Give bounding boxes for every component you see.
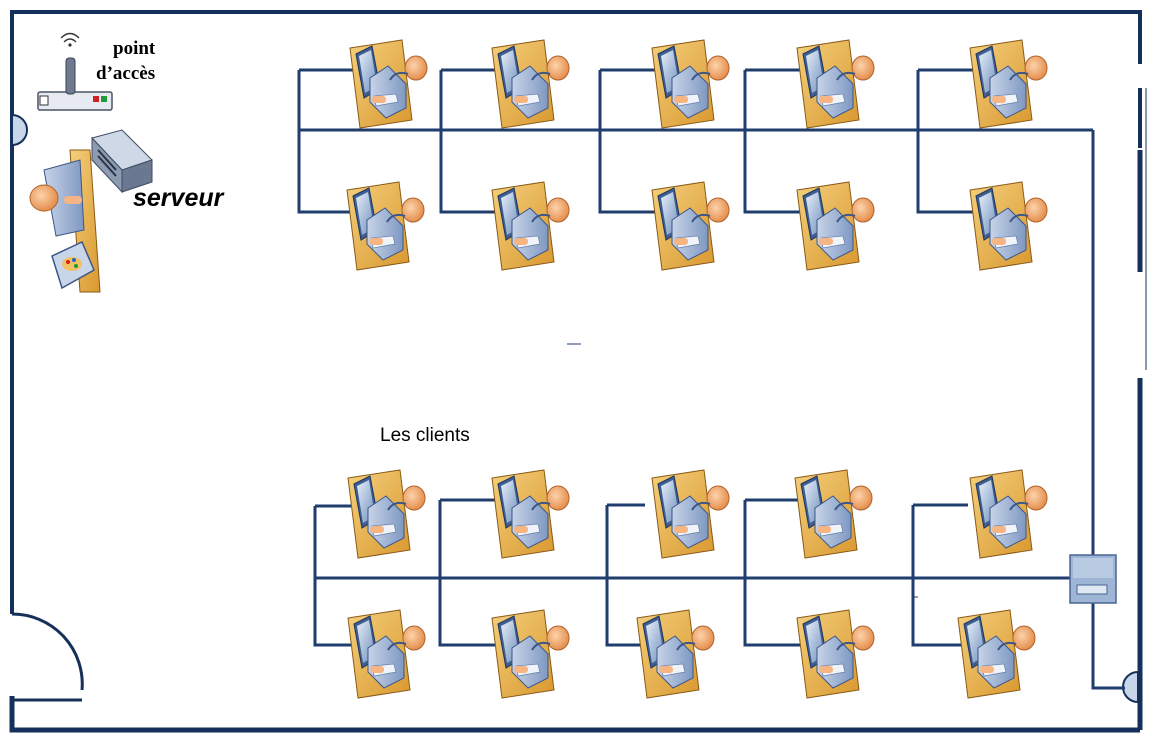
wireless-router-icon	[37, 32, 113, 111]
client-workstation-icon	[969, 181, 1048, 271]
client-workstation-icon	[347, 469, 426, 559]
access-point-label-line2: d’accès	[96, 63, 156, 84]
client-workstation-icon	[969, 39, 1048, 129]
client-workstation-icon	[491, 181, 570, 271]
client-workstation-icon	[349, 39, 428, 129]
door-swing-icon	[11, 612, 84, 691]
client-workstation-icon	[491, 609, 570, 699]
client-workstation-icon	[636, 609, 715, 699]
network-cables	[297, 68, 1125, 690]
client-workstation-icon	[651, 469, 730, 559]
person-at-desk-icon	[29, 149, 101, 293]
client-workstation-icon	[969, 469, 1048, 559]
room-walls	[9, 10, 1147, 733]
server-label: serveur	[133, 184, 224, 212]
client-workstation-icon	[651, 181, 730, 271]
client-workstation-icon	[794, 469, 873, 559]
server-tower-icon	[91, 129, 153, 194]
palette-monitor-icon	[51, 240, 95, 290]
network-switch-icon	[1069, 554, 1117, 604]
client-workstation-icon	[346, 181, 425, 271]
client-workstation-icon	[491, 39, 570, 129]
client-workstation-icon	[957, 609, 1036, 699]
access-point-label-line1: point	[113, 38, 156, 59]
client-workstation-icon	[347, 609, 426, 699]
client-workstation-icon	[491, 469, 570, 559]
client-workstation-icon	[796, 609, 875, 699]
client-workstation-icon	[796, 181, 875, 271]
client-workstation-icon	[651, 39, 730, 129]
client-workstation-icon	[796, 39, 875, 129]
clients-label: Les clients	[380, 425, 470, 446]
